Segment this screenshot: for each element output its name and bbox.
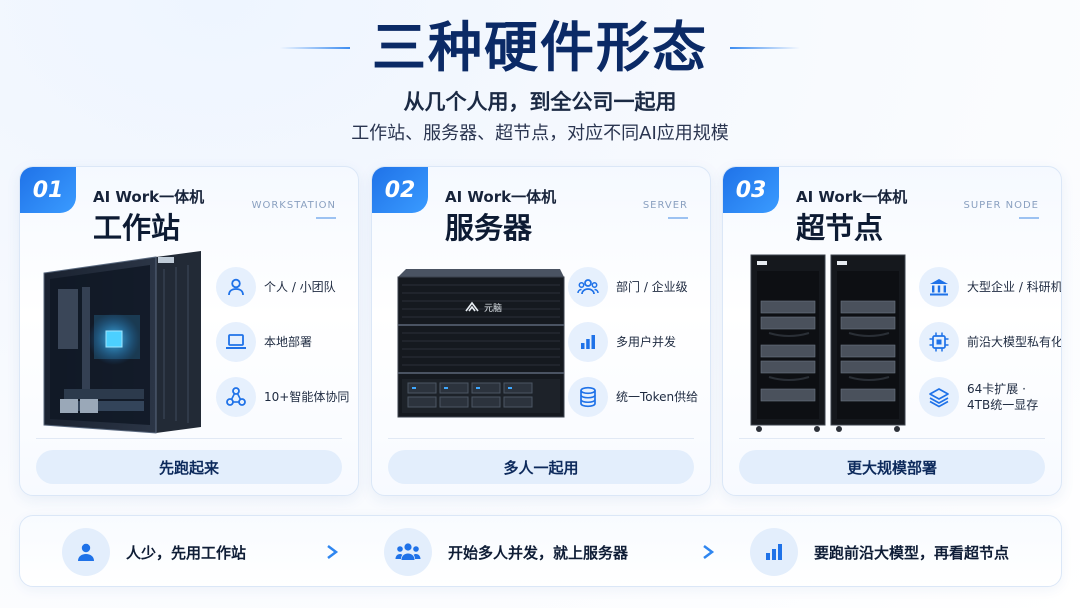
workstation-tower-image <box>43 251 201 434</box>
card-title: 服务器 <box>445 211 533 245</box>
flow-step: 开始多人并发，就上服务器 <box>384 528 628 576</box>
bar-chart-icon <box>750 528 798 576</box>
card-server: 02 AI Work一体机 服务器 SERVER 元脑 部门 / 企业级 <box>371 166 711 496</box>
card-kicker: AI Work一体机 <box>93 188 205 206</box>
flow-step-label: 要跑前沿大模型，再看超节点 <box>814 543 1010 562</box>
feature-item: 本地部署 <box>216 322 358 362</box>
feature-label: 本地部署 <box>264 335 313 349</box>
card-kicker: AI Work一体机 <box>445 188 557 206</box>
feature-label: 10+智能体协同 <box>264 390 350 404</box>
card-kicker: AI Work一体机 <box>796 188 908 206</box>
feature-label: 部门 / 企业级 <box>616 280 688 294</box>
use-together-button[interactable]: 多人一起用 <box>388 450 694 484</box>
institution-icon <box>919 267 959 307</box>
user-icon <box>216 267 256 307</box>
card-english-label: SUPER NODE <box>963 200 1039 211</box>
rack-server-image: 元脑 <box>397 269 565 418</box>
feature-item: 前沿大模型私有化 <box>919 322 1062 362</box>
flow-step: 要跑前沿大模型，再看超节点 <box>750 528 1009 576</box>
flow-step-label: 人少，先用工作站 <box>126 543 247 562</box>
database-icon <box>568 377 608 417</box>
card-divider <box>388 438 694 439</box>
feature-label: 64卡扩展 · 4TB统一显存 <box>967 382 1039 412</box>
card-divider <box>739 438 1045 439</box>
arrow-right-icon <box>674 545 715 559</box>
bar-chart-icon <box>568 322 608 362</box>
team-icon <box>384 528 432 576</box>
feature-item: 大型企业 / 科研机构 <box>919 267 1062 307</box>
card-title: 工作站 <box>93 211 181 245</box>
group-icon <box>568 267 608 307</box>
feature-label: 统一Token供给 <box>616 390 699 404</box>
card-workstation: 01 AI Work一体机 工作站 WORKSTATION 个人 / 小团队 <box>19 166 359 496</box>
card-english-underline <box>316 217 336 219</box>
card-english-label: WORKSTATION <box>251 200 336 211</box>
feature-label: 前沿大模型私有化 <box>967 335 1062 349</box>
card-english-label: SERVER <box>642 200 688 211</box>
title-deco-right <box>730 47 800 49</box>
feature-item: 64卡扩展 · 4TB统一显存 <box>919 377 1061 417</box>
feature-item: 多用户并发 <box>568 322 710 362</box>
chip-icon <box>919 322 959 362</box>
title-deco-left <box>280 47 350 49</box>
server-brand-text: 元脑 <box>484 302 502 314</box>
page-title: 三种硬件形态 <box>372 16 708 79</box>
feature-item: 个人 / 小团队 <box>216 267 358 307</box>
layers-icon <box>919 377 959 417</box>
feature-item: 统一Token供给 <box>568 377 710 417</box>
feature-label: 个人 / 小团队 <box>264 280 336 294</box>
start-running-button[interactable]: 先跑起来 <box>36 450 342 484</box>
card-super-node: 03 AI Work一体机 超节点 SUPER NODE 大型企业 / 科研机构… <box>722 166 1062 496</box>
card-number-badge: 03 <box>723 167 779 213</box>
page-subtitle: 从几个人用，到全公司一起用 <box>403 90 677 114</box>
feature-label: 多用户并发 <box>616 335 677 349</box>
card-english-underline <box>1019 217 1039 219</box>
card-divider <box>36 438 342 439</box>
flow-step: 人少，先用工作站 <box>62 528 246 576</box>
header: 三种硬件形态 从几个人用，到全公司一起用 工作站、服务器、超节点，对应不同AI应… <box>0 0 1080 150</box>
feature-label: 大型企业 / 科研机构 <box>967 280 1062 294</box>
feature-item: 部门 / 企业级 <box>568 267 710 307</box>
person-icon <box>62 528 110 576</box>
flow-step-label: 开始多人并发，就上服务器 <box>448 543 629 562</box>
laptop-icon <box>216 322 256 362</box>
card-title: 超节点 <box>796 211 884 245</box>
card-number-badge: 02 <box>372 167 428 213</box>
title-row: 三种硬件形态 <box>0 12 1080 84</box>
feature-item: 10+智能体协同 <box>216 377 358 417</box>
page-description: 工作站、服务器、超节点，对应不同AI应用规模 <box>351 123 729 144</box>
card-english-underline <box>668 217 688 219</box>
larger-deployment-button[interactable]: 更大规模部署 <box>739 450 1045 484</box>
network-icon <box>216 377 256 417</box>
server-cabinet-image <box>750 254 906 432</box>
card-number-badge: 01 <box>20 167 76 213</box>
arrow-right-icon <box>298 545 339 559</box>
recommendation-flow: 人少，先用工作站 开始多人并发，就上服务器 要跑前沿大模型，再看超节点 <box>19 515 1062 587</box>
